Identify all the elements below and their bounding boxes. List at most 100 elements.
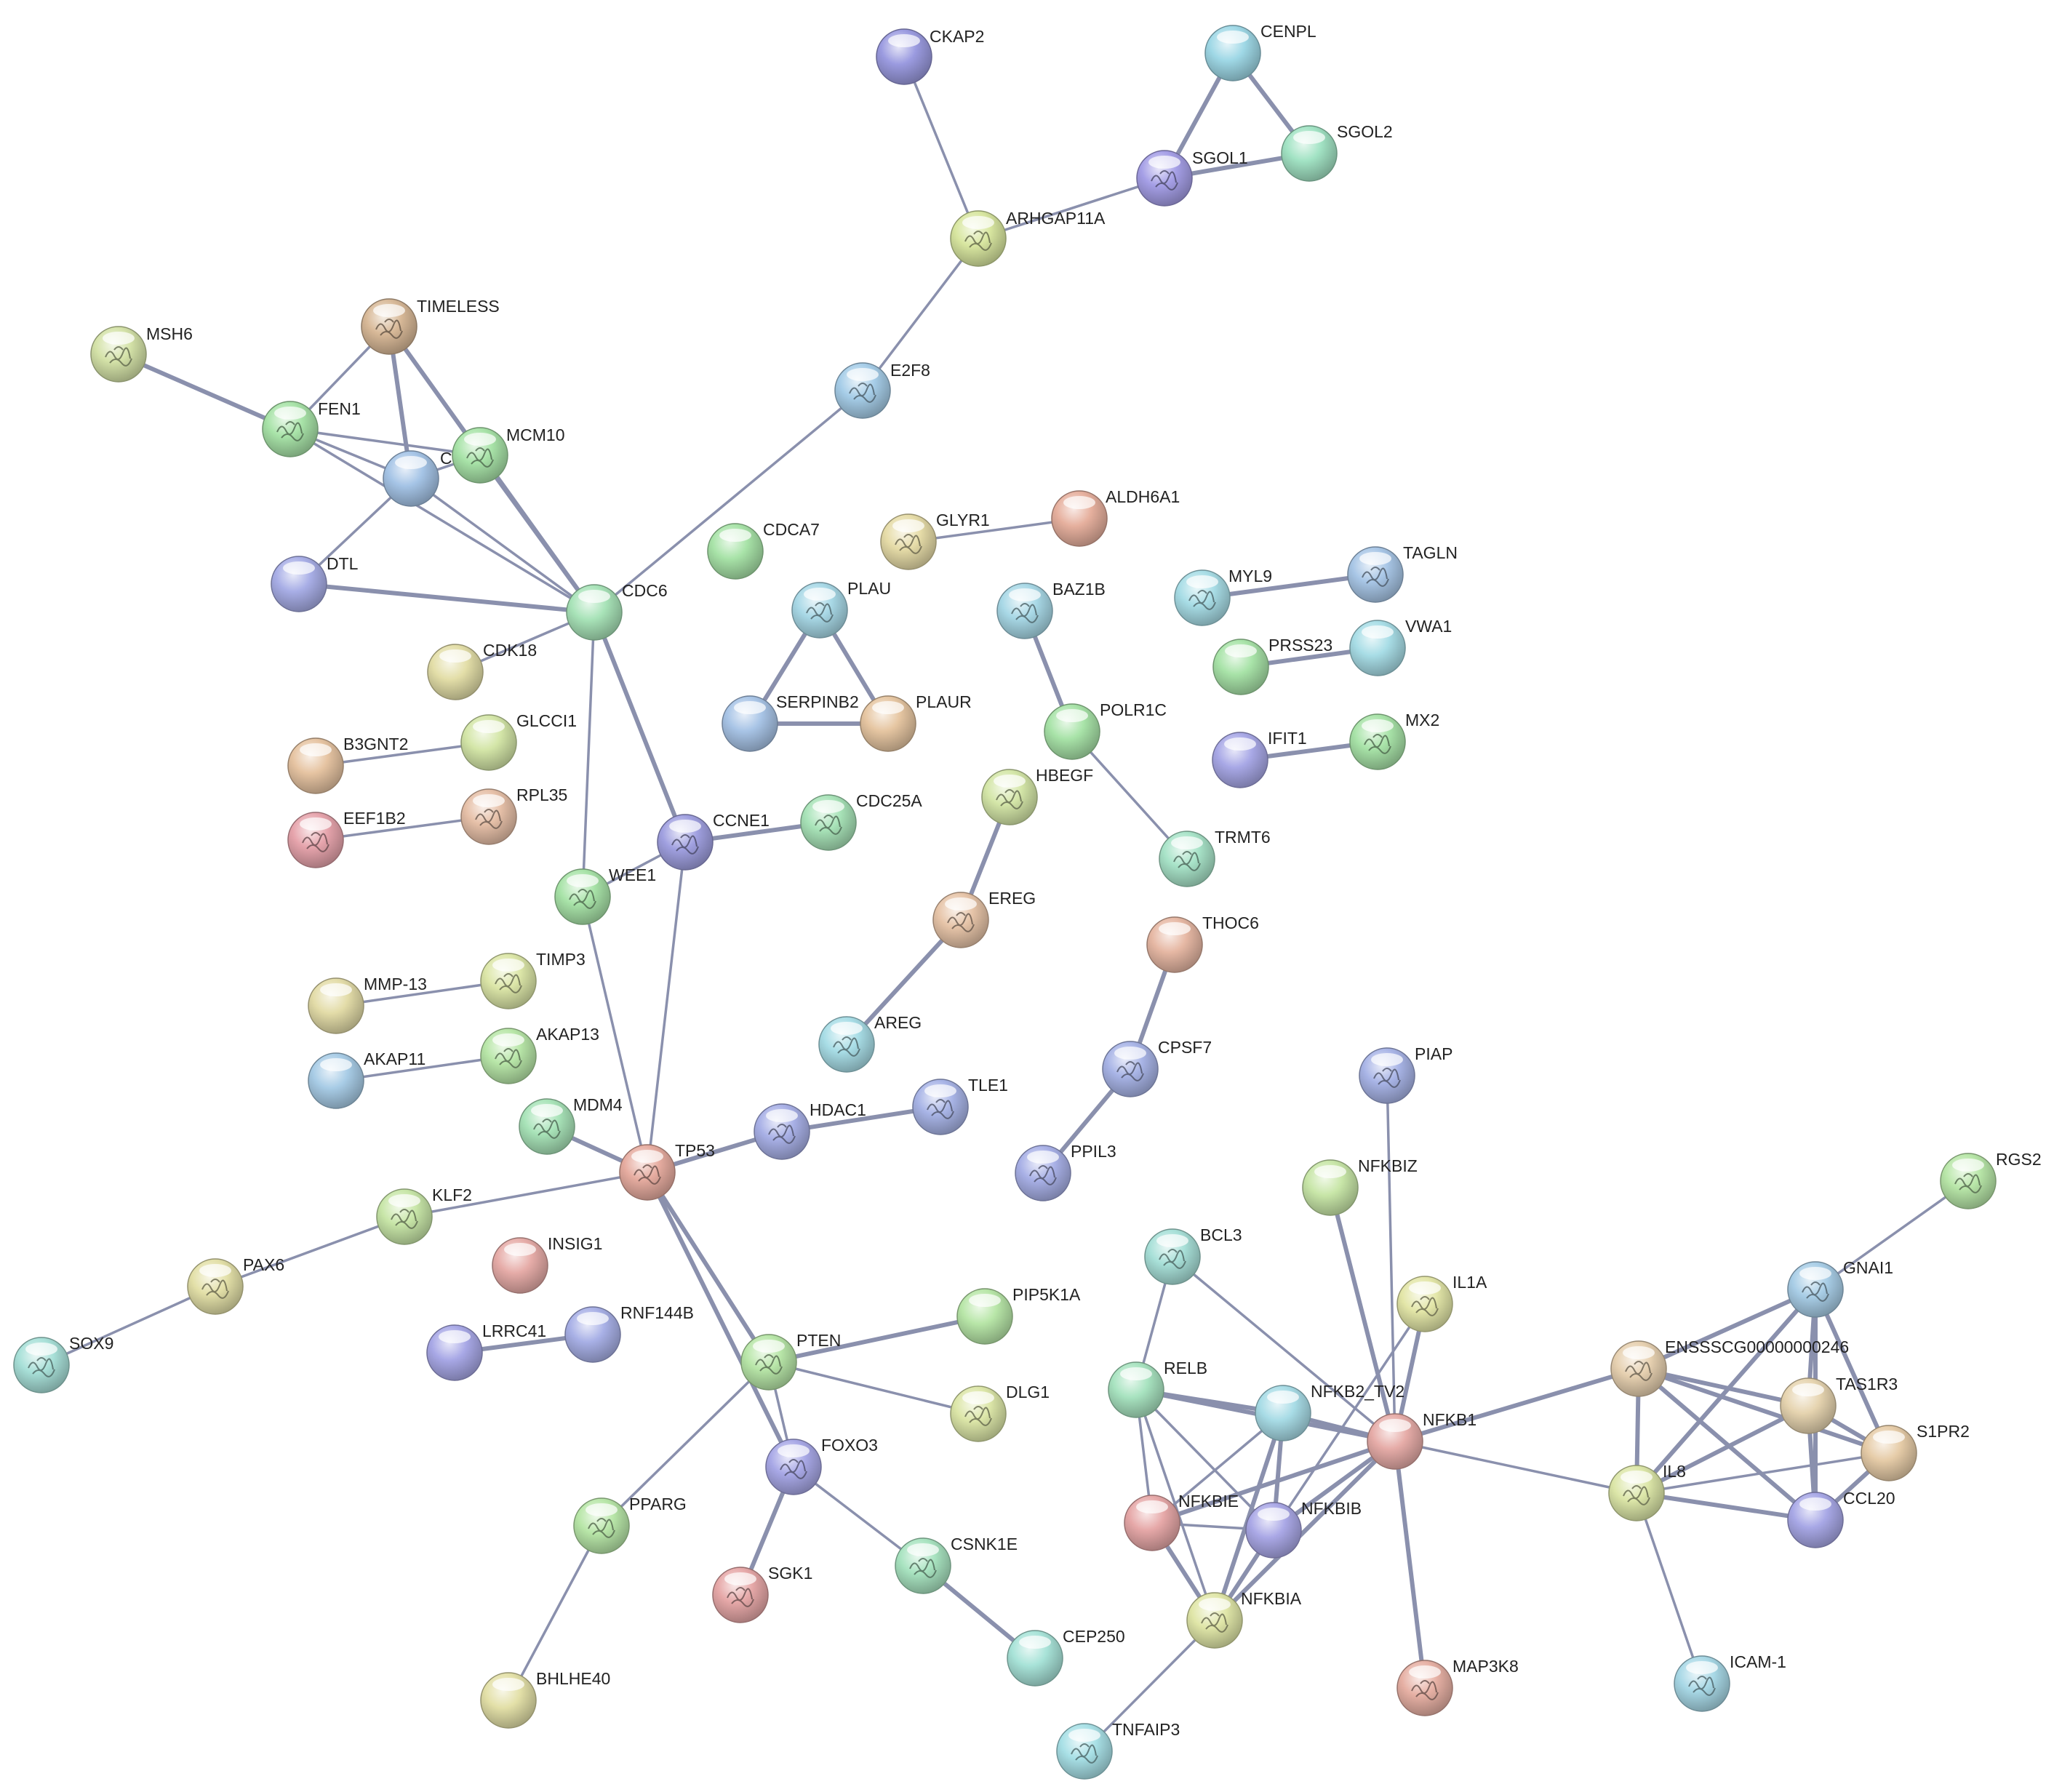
node-tp53[interactable]: TP53 — [619, 1141, 715, 1201]
node-prss23[interactable]: PRSS23 — [1212, 636, 1332, 695]
node-highlight — [473, 794, 505, 807]
node-ifit1[interactable]: IFIT1 — [1212, 729, 1307, 788]
node-bhlhe40[interactable]: BHLHE40 — [480, 1669, 610, 1729]
node-ccl20[interactable]: CCL20 — [1787, 1489, 1895, 1548]
node-highlight — [631, 1150, 663, 1163]
node-nfkbie[interactable]: NFKBIE — [1124, 1492, 1239, 1551]
node-arhgap11a[interactable]: ARHGAP11A — [950, 209, 1106, 267]
edge-gnai1-enssscg00000000246 — [1637, 1287, 1818, 1371]
node-ppil3[interactable]: PPIL3 — [1015, 1142, 1116, 1201]
node-cenpl[interactable]: CENPL — [1204, 22, 1316, 81]
node-msh6[interactable]: MSH6 — [90, 324, 193, 383]
node-glyr1[interactable]: GLYR1 — [880, 511, 990, 570]
node-mcm10[interactable]: MCM10 — [452, 425, 565, 484]
node-pparg[interactable]: PPARG — [573, 1495, 687, 1554]
node-trmt6[interactable]: TRMT6 — [1159, 828, 1271, 887]
node-mdm4[interactable]: MDM4 — [519, 1095, 623, 1155]
node-nfkb1[interactable]: NFKB1 — [1367, 1410, 1476, 1470]
node-sgk1[interactable]: SGK1 — [712, 1564, 812, 1623]
node-cdca7[interactable]: CDCA7 — [707, 520, 820, 580]
protein-structure-icon — [634, 1164, 661, 1185]
node-cdc6[interactable]: CDC6 — [566, 581, 668, 641]
node-sox9[interactable]: SOX9 — [13, 1334, 113, 1393]
node-mmp-13[interactable]: MMP-13 — [308, 975, 427, 1034]
node-piap[interactable]: PIAP — [1359, 1044, 1452, 1104]
node-rpl35[interactable]: RPL35 — [460, 785, 567, 845]
node-serpinb2[interactable]: SERPINB2 — [722, 692, 859, 752]
node-lrrc41[interactable]: LRRC41 — [426, 1321, 546, 1381]
node-label: NFKBIZ — [1358, 1156, 1418, 1175]
node-csnk1e[interactable]: CSNK1E — [895, 1535, 1018, 1594]
node-label: PIAP — [1415, 1044, 1452, 1063]
node-baz1b[interactable]: BAZ1B — [996, 580, 1106, 639]
protein-structure-icon — [1364, 734, 1391, 754]
node-foxo3[interactable]: FOXO3 — [765, 1436, 878, 1495]
node-polr1c[interactable]: POLR1C — [1044, 700, 1167, 760]
node-il8[interactable]: IL8 — [1608, 1462, 1686, 1521]
node-label: THOC6 — [1202, 913, 1259, 932]
node-highlight — [577, 1312, 609, 1325]
node-tas1r3[interactable]: TAS1R3 — [1780, 1375, 1898, 1434]
node-relb[interactable]: RELB — [1108, 1359, 1207, 1418]
node-pax6[interactable]: PAX6 — [187, 1255, 284, 1315]
node-highlight — [1224, 737, 1256, 751]
node-tnfaip3[interactable]: TNFAIP3 — [1056, 1720, 1180, 1780]
node-sgol1[interactable]: SGOL1 — [1136, 148, 1248, 207]
node-timp3[interactable]: TIMP3 — [480, 950, 586, 1009]
node-dtl[interactable]: DTL — [271, 554, 359, 612]
node-myl9[interactable]: MYL9 — [1174, 567, 1272, 626]
node-gnai1[interactable]: GNAI1 — [1787, 1258, 1893, 1318]
node-ccne1[interactable]: CCNE1 — [657, 811, 770, 871]
node-plaur[interactable]: PLAUR — [860, 692, 972, 752]
node-fen1[interactable]: FEN1 — [262, 399, 361, 457]
node-akap13[interactable]: AKAP13 — [480, 1025, 599, 1084]
node-enssscg00000000246[interactable]: ENSSSCG00000000246 — [1610, 1337, 1849, 1397]
node-nfkbib[interactable]: NFKBIB — [1245, 1499, 1362, 1559]
node-map3k8[interactable]: MAP3K8 — [1396, 1657, 1519, 1716]
node-pip5k1a[interactable]: PIP5K1A — [956, 1285, 1081, 1345]
node-bcl3[interactable]: BCL3 — [1144, 1225, 1242, 1285]
node-eef1b2[interactable]: EEF1B2 — [287, 809, 406, 868]
node-thoc6[interactable]: THOC6 — [1146, 913, 1259, 973]
node-tle1[interactable]: TLE1 — [912, 1076, 1008, 1135]
node-plau[interactable]: PLAU — [791, 579, 891, 639]
node-hdac1[interactable]: HDAC1 — [754, 1100, 866, 1160]
node-glcci1[interactable]: GLCCI1 — [460, 711, 577, 771]
node-aldh6a1[interactable]: ALDH6A1 — [1051, 487, 1180, 547]
node-sgol2[interactable]: SGOL2 — [1281, 122, 1393, 182]
node-highlight — [1225, 644, 1257, 657]
protein-structure-icon — [1623, 1485, 1650, 1505]
node-rnf144b[interactable]: RNF144B — [564, 1303, 694, 1363]
node-nfkbiz[interactable]: NFKBIZ — [1302, 1156, 1418, 1216]
node-dlg1[interactable]: DLG1 — [950, 1383, 1050, 1442]
node-label: MYL9 — [1228, 567, 1272, 585]
node-nfkbia[interactable]: NFKBIA — [1186, 1589, 1302, 1649]
node-timeless[interactable]: TIMELESS — [361, 297, 500, 355]
node-cpsf7[interactable]: CPSF7 — [1102, 1038, 1212, 1097]
node-wee1[interactable]: WEE1 — [554, 865, 656, 925]
node-ereg[interactable]: EREG — [932, 889, 1036, 948]
node-akap11[interactable]: AKAP11 — [308, 1049, 425, 1109]
node-e2f8[interactable]: E2F8 — [834, 361, 930, 419]
edge-gnai1-s1pr2 — [1813, 1287, 1891, 1455]
node-mx2[interactable]: MX2 — [1349, 711, 1439, 770]
node-rgs2[interactable]: RGS2 — [1940, 1150, 2042, 1209]
node-insig1[interactable]: INSIG1 — [492, 1234, 602, 1294]
node-b3gnt2[interactable]: B3GNT2 — [287, 735, 408, 794]
node-icam-1[interactable]: ICAM-1 — [1674, 1652, 1786, 1712]
node-hbegf[interactable]: HBEGF — [981, 766, 1093, 825]
node-vwa1[interactable]: VWA1 — [1349, 617, 1452, 676]
node-areg[interactable]: AREG — [818, 1013, 922, 1073]
node-cep250[interactable]: CEP250 — [1007, 1627, 1125, 1687]
node-tagln[interactable]: TAGLN — [1347, 543, 1458, 603]
node-nfkb2-tv2[interactable]: NFKB2_TV2 — [1255, 1382, 1404, 1441]
node-pten[interactable]: PTEN — [740, 1331, 841, 1391]
node-highlight — [1362, 625, 1394, 639]
node-cdc25a[interactable]: CDC25A — [800, 791, 922, 851]
node-s1pr2[interactable]: S1PR2 — [1861, 1422, 1970, 1481]
node-cdk18[interactable]: CDK18 — [427, 641, 537, 700]
node-klf2[interactable]: KLF2 — [376, 1185, 472, 1245]
node-ckap2[interactable]: CKAP2 — [876, 27, 984, 85]
node-il1a[interactable]: IL1A — [1396, 1273, 1487, 1332]
protein-structure-icon — [849, 383, 876, 403]
